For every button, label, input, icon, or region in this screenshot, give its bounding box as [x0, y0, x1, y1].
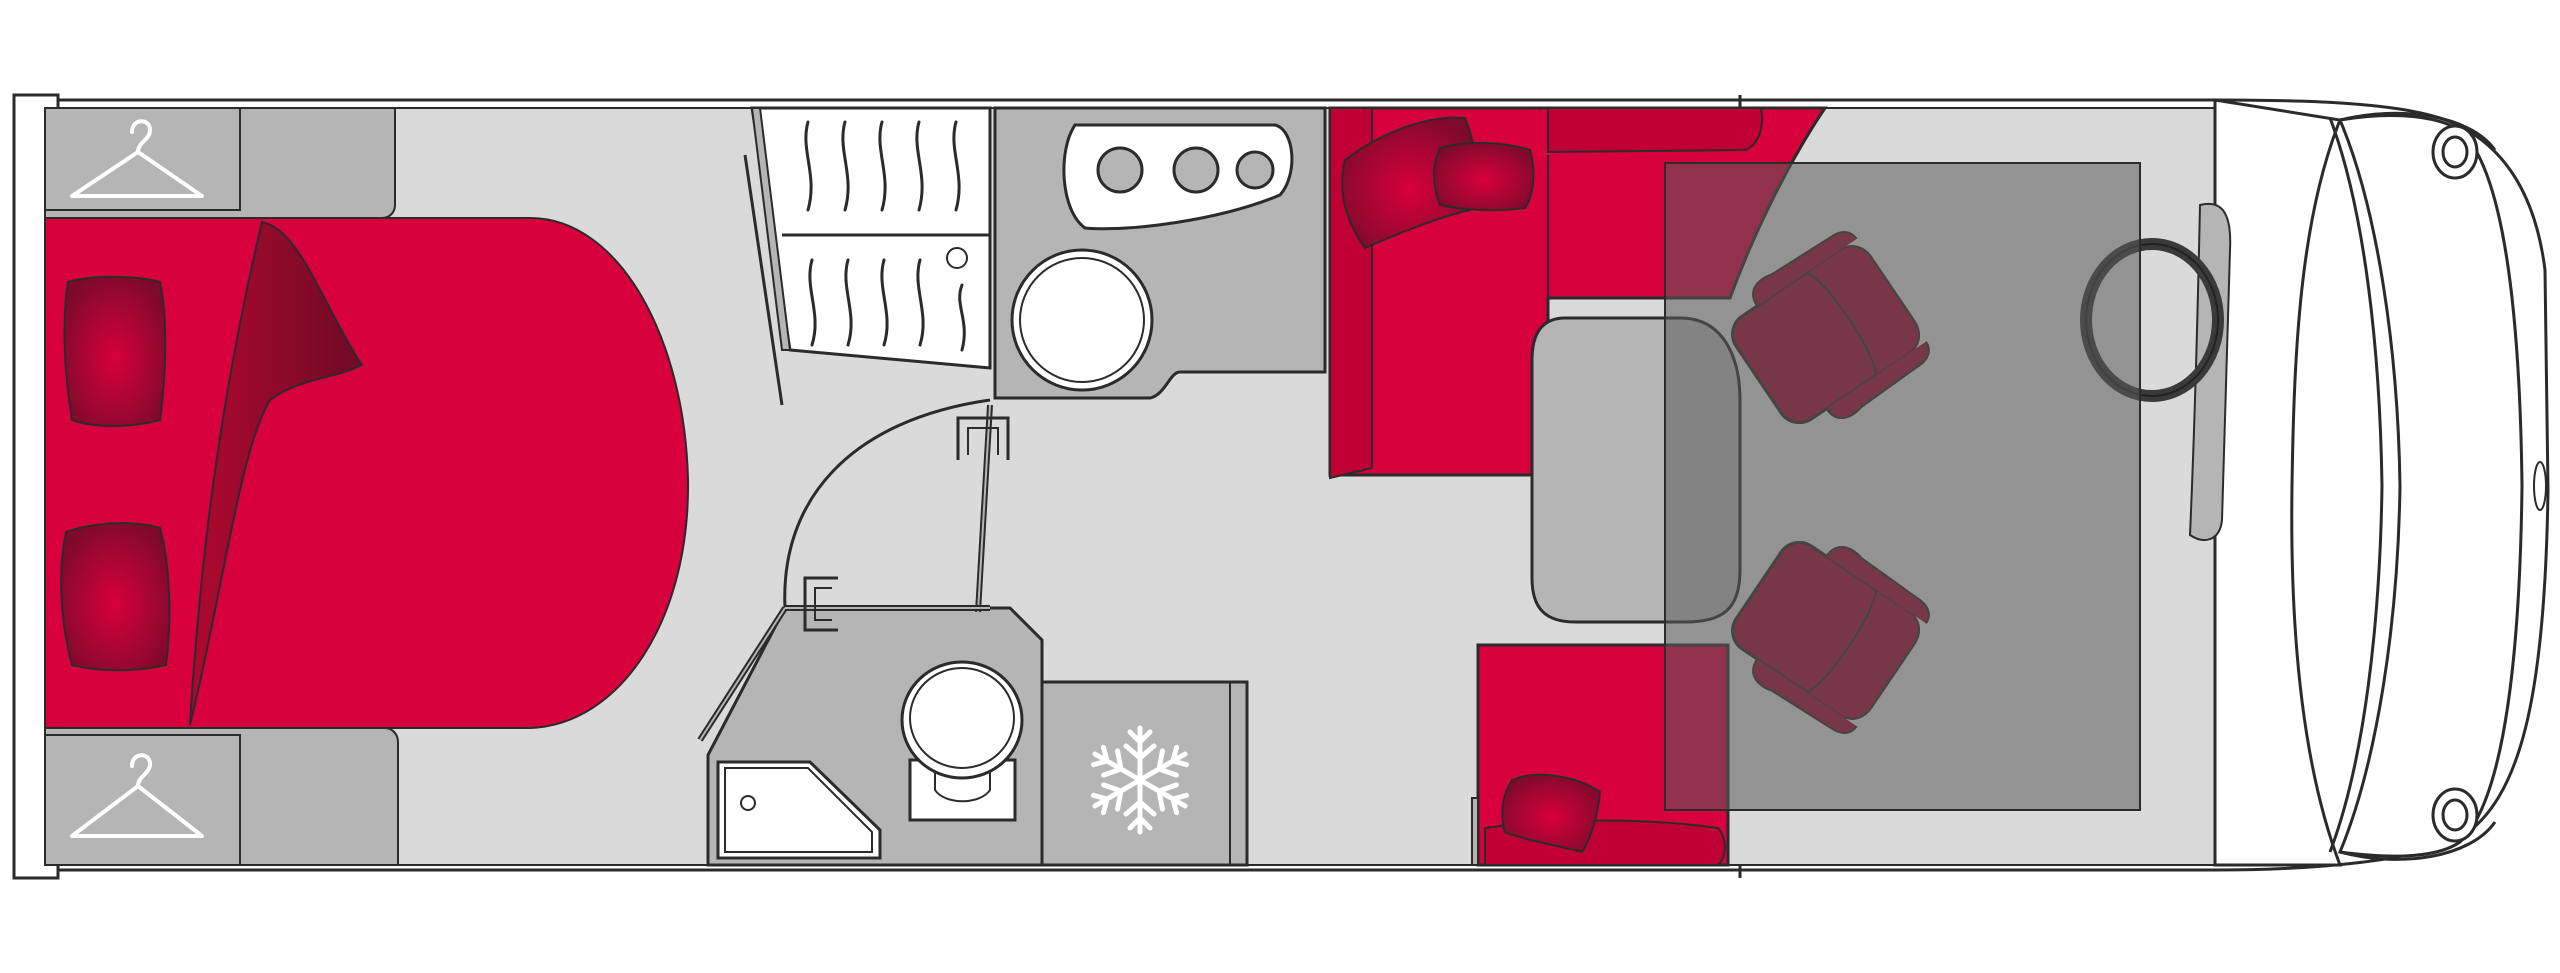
wardrobe-bottom [44, 727, 399, 866]
dashboard [2188, 202, 2232, 541]
snowflake-icon [1088, 725, 1192, 832]
front-emblem [2533, 461, 2547, 511]
wardrobe-top [44, 107, 396, 219]
burner [1235, 150, 1275, 190]
drop-down-bed-overlay [1664, 162, 2141, 811]
mirror-bottom [2431, 787, 2479, 843]
door-swing [783, 398, 991, 609]
cushion-pillow [1501, 773, 1602, 854]
cab-area [2213, 98, 2524, 867]
cushion-pillow [1433, 141, 1535, 212]
hanger-icon [70, 753, 204, 838]
kitchen-counter [993, 106, 1327, 400]
shelf-unit [743, 106, 992, 406]
rear-double-bed [44, 217, 690, 729]
mirror-top [2431, 124, 2479, 180]
folded-sheet [189, 220, 364, 726]
windshield [2337, 113, 2524, 858]
pillow [63, 275, 167, 427]
sink-icon [1010, 248, 1154, 392]
fridge [1040, 680, 1249, 867]
burner [1096, 146, 1144, 194]
shower-tray-icon [716, 760, 882, 860]
hanger-icon [70, 119, 204, 198]
pillow [60, 522, 171, 672]
toilet-icon [900, 660, 1024, 822]
bathroom [697, 398, 1044, 867]
towel-rail-icon [956, 416, 1010, 460]
burner [1172, 146, 1220, 194]
towel-rail-icon [803, 576, 838, 632]
